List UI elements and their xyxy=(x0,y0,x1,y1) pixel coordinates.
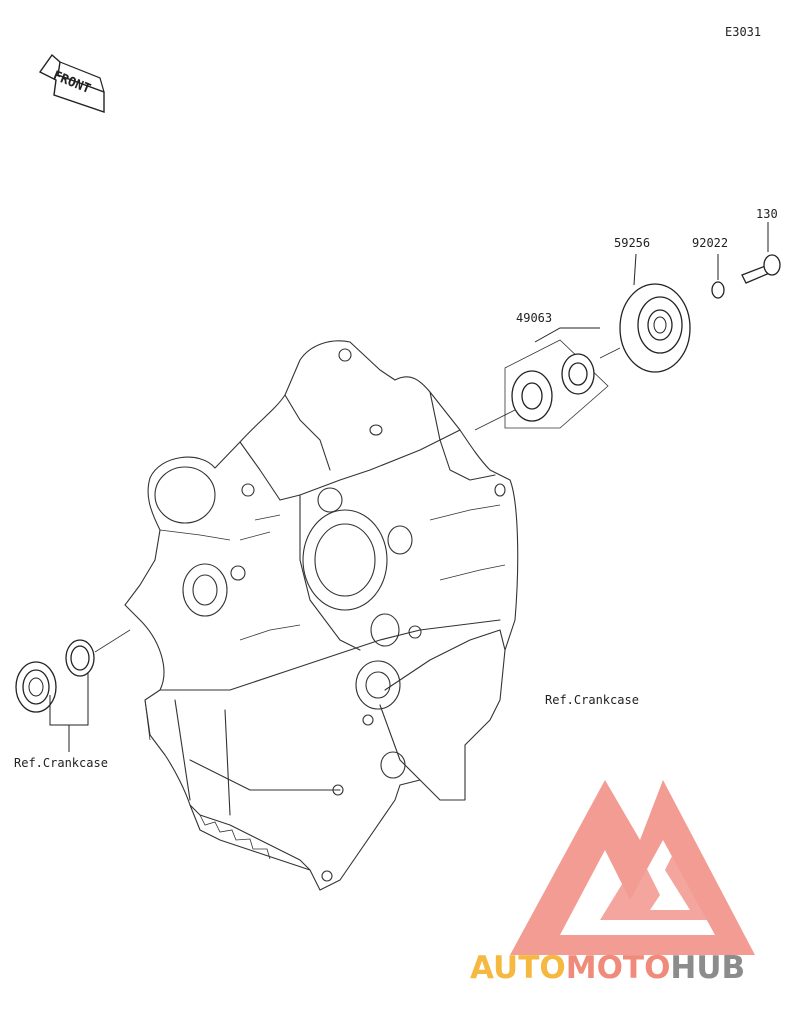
ref-crankcase-right-label: Ref.Crankcase xyxy=(545,693,639,707)
part-number-130: 130 xyxy=(756,207,778,221)
left-bearing-seal xyxy=(15,629,131,752)
front-arrow-icon: FRONT xyxy=(38,53,105,113)
part-number-49063: 49063 xyxy=(516,311,553,325)
watermark-logo xyxy=(510,780,755,955)
part-number-59256: 59256 xyxy=(614,236,651,250)
diagram-code: E3031 xyxy=(725,25,762,39)
watermark-text: AUTOMOTOHUB xyxy=(470,950,745,986)
crankcase-body xyxy=(124,340,519,891)
watermark-part-moto: MOTO xyxy=(565,950,671,986)
right-parts-group xyxy=(474,222,781,431)
watermark-part-auto: AUTO xyxy=(470,950,566,986)
part-number-92022: 92022 xyxy=(692,236,729,250)
watermark-part-hub: HUB xyxy=(670,950,746,986)
ref-crankcase-left-label: Ref.Crankcase xyxy=(14,756,108,770)
